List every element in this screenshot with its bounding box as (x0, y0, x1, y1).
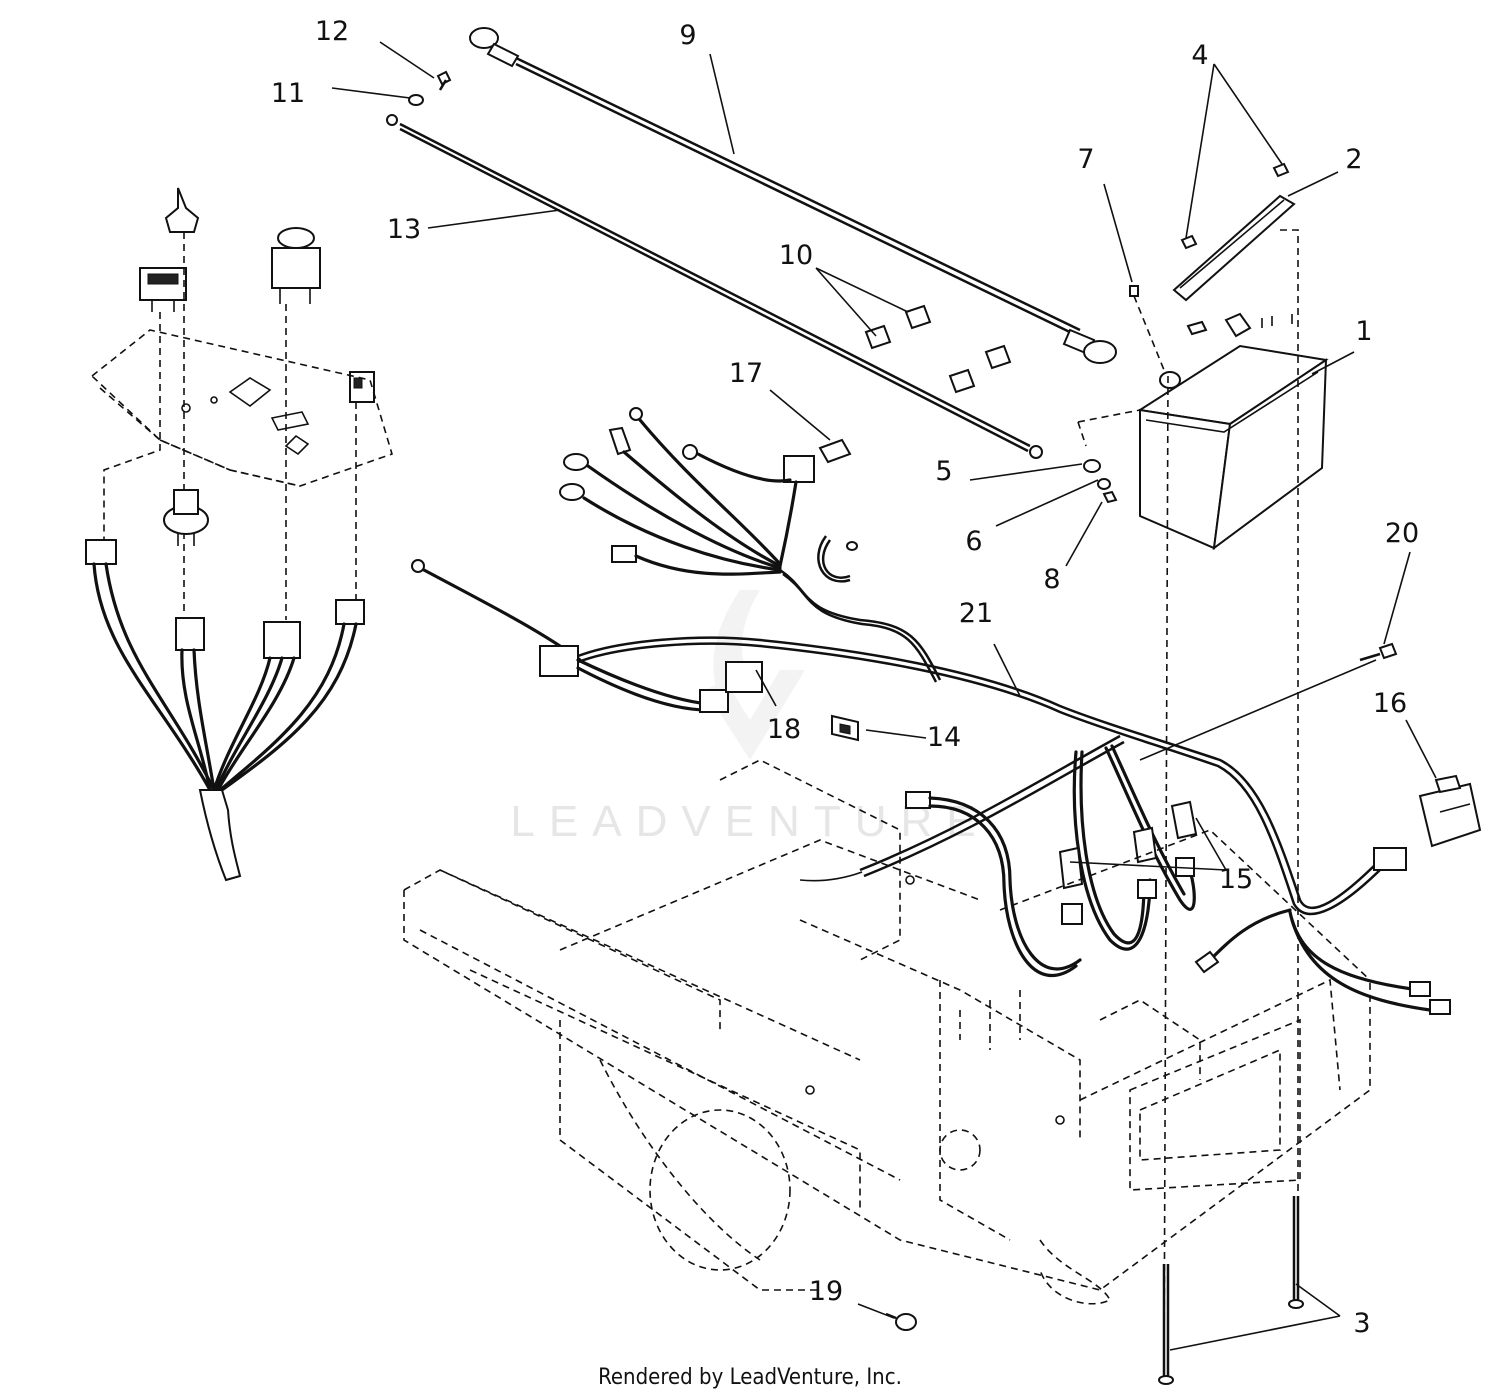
callout-1: 1 (1355, 316, 1372, 347)
battery-assembly (1077, 162, 1329, 1385)
callout-5: 5 (935, 456, 952, 487)
callout-labels: 1 2 3 4 5 6 7 8 9 10 11 12 13 14 15 16 1… (271, 16, 1419, 1339)
callout-18: 18 (767, 714, 801, 745)
tractor-frame (403, 759, 1371, 1305)
watermark-text: LEADVENTURE (510, 797, 989, 846)
callout-17: 17 (729, 358, 763, 389)
callout-9: 9 (679, 20, 696, 51)
seat-switch (1139, 642, 1482, 848)
callout-20: 20 (1385, 518, 1419, 549)
callout-7: 7 (1077, 144, 1094, 175)
callout-13: 13 (387, 214, 421, 245)
callout-10: 10 (779, 240, 813, 271)
callout-12: 12 (315, 16, 349, 47)
callout-3: 3 (1353, 1308, 1370, 1339)
bushings (864, 304, 1012, 394)
callout-14: 14 (927, 722, 961, 753)
main-wire-harness (411, 407, 1451, 1015)
callout-16: 16 (1373, 688, 1407, 719)
callout-6: 6 (965, 526, 982, 557)
callout-8: 8 (1043, 564, 1060, 595)
leader-lines (331, 41, 1437, 1351)
callout-4: 4 (1191, 40, 1208, 71)
callout-11: 11 (271, 78, 305, 109)
callout-2: 2 (1345, 144, 1362, 175)
credit-text: Rendered by LeadVenture, Inc. (598, 1365, 902, 1390)
callout-15: 15 (1219, 864, 1253, 895)
callout-19: 19 (809, 1276, 843, 1307)
battery-cables (386, 27, 1117, 459)
switch-panel-assembly (85, 187, 393, 882)
callout-21: 21 (959, 598, 993, 629)
